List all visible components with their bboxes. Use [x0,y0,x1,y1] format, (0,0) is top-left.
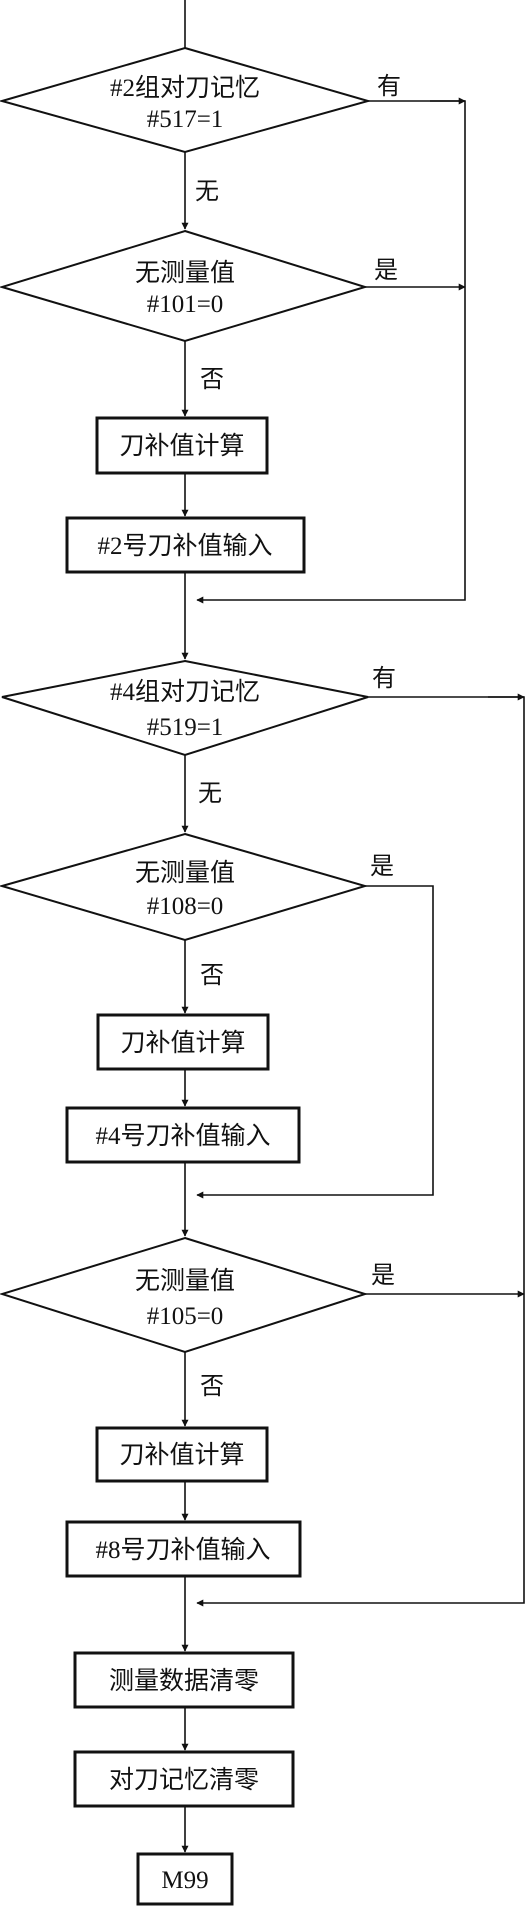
process-label: 刀补值计算 [119,432,244,460]
branch-label-yes: 是 [374,258,398,284]
decision-diamond [0,46,372,154]
process-label: #8号刀补值输入 [95,1536,270,1564]
process-box [95,416,269,475]
branch-label-no: 否 [200,367,224,393]
decision-line2: #108=0 [147,893,224,920]
decision-d5: 无测量值 #105=0 是 否 [0,1236,395,1400]
branch-label-yes: 是 [370,854,394,880]
connectors [181,0,525,1853]
branch-label-yes: 是 [371,1263,395,1289]
flow-line-d4-yes [196,885,434,1199]
process-label: 刀补值计算 [120,1029,245,1057]
process-label: #4号刀补值输入 [95,1122,270,1150]
process-label: 测量数据清零 [109,1667,259,1695]
branch-label-yes: 有 [372,665,396,692]
decision-diamond [0,832,369,942]
decision-d3: #4组对刀记忆 #519=1 有 无 [1,659,396,807]
decision-line1: 无测量值 [135,259,235,287]
process-box [65,1106,301,1164]
process-label: 对刀记忆清零 [109,1766,259,1794]
process-p6: #8号刀补值输入 [65,1520,302,1578]
decision-line2: #517=1 [147,106,224,133]
process-p7: 测量数据清零 [73,1651,295,1709]
branch-label-no: 否 [200,963,224,989]
branch-label-no: 否 [200,1374,224,1400]
decision-line1: #4组对刀记忆 [110,678,260,706]
process-box [95,1426,269,1483]
process-box [65,516,306,574]
process-p1: 刀补值计算 [95,416,269,475]
decision-d4: 无测量值 #108=0 是 否 [0,832,394,989]
process-label: 刀补值计算 [119,1441,244,1469]
process-p4: #4号刀补值输入 [65,1106,301,1164]
flow-line-d1-yes [196,100,466,604]
process-p8: 对刀记忆清零 [73,1750,295,1808]
decision-d2: 无测量值 #101=0 是 否 [0,229,398,393]
decision-line2: #101=0 [147,291,224,318]
decision-diamond [0,1236,369,1354]
branch-label-yes: 有 [377,73,401,100]
decision-line1: 无测量值 [135,1267,235,1295]
branch-label-no: 无 [198,781,222,807]
process-p5: 刀补值计算 [95,1426,269,1483]
decision-line2: #105=0 [147,1303,224,1330]
process-label: M99 [161,1867,208,1894]
decision-line1: 无测量值 [135,859,235,887]
decision-line1: #2组对刀记忆 [110,74,260,102]
process-p2: #2号刀补值输入 [65,516,306,574]
process-p3: 刀补值计算 [96,1013,270,1071]
process-label: #2号刀补值输入 [97,532,272,560]
decision-diamond [0,229,369,343]
decision-line2: #519=1 [147,714,224,741]
process-box [136,1852,234,1906]
flow-line-d3-yes [196,696,525,1607]
decision-diamond [1,659,369,757]
branch-label-no: 无 [195,179,219,205]
process-box [73,1651,295,1709]
process-box [73,1750,295,1808]
process-p9: M99 [136,1852,234,1906]
process-box [96,1013,270,1071]
decision-d1: #2组对刀记忆 #517=1 有 无 [0,46,401,205]
process-box [65,1520,302,1578]
